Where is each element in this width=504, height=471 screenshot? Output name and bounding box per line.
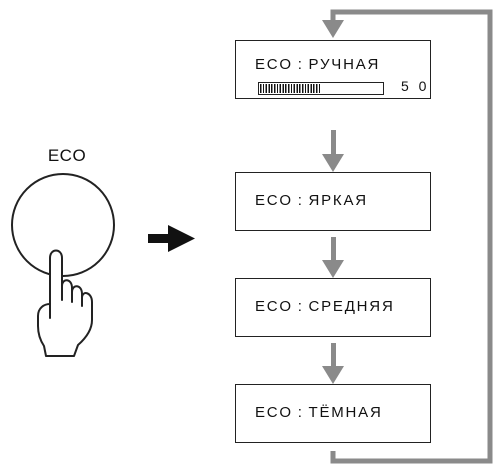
down-arrow-icon xyxy=(322,237,344,278)
mode-label-manual: ECO : РУЧНАЯ xyxy=(255,56,381,73)
mode-box-dark: ECO : ТЁМНАЯ xyxy=(235,384,431,443)
down-arrow-icon xyxy=(322,130,344,172)
mode-label-dark: ECO : ТЁМНАЯ xyxy=(255,404,383,421)
level-bar-fill xyxy=(260,84,320,93)
mode-box-medium: ECO : СРЕДНЯЯ xyxy=(235,278,431,337)
right-arrow-icon xyxy=(148,225,195,252)
down-arrow-icon xyxy=(322,343,344,384)
mode-label-medium: ECO : СРЕДНЯЯ xyxy=(255,298,395,315)
eco-button-label: ECO xyxy=(47,146,87,165)
level-bar xyxy=(258,82,384,95)
mode-label-bright: ECO : ЯРКАЯ xyxy=(255,192,368,209)
level-value: 5 0 xyxy=(401,78,430,94)
mode-box-bright: ECO : ЯРКАЯ xyxy=(235,172,431,231)
loop-arrow-icon xyxy=(322,9,493,464)
pointing-hand-icon xyxy=(37,249,93,357)
mode-box-manual: ECO : РУЧНАЯ 5 0 xyxy=(235,40,431,99)
